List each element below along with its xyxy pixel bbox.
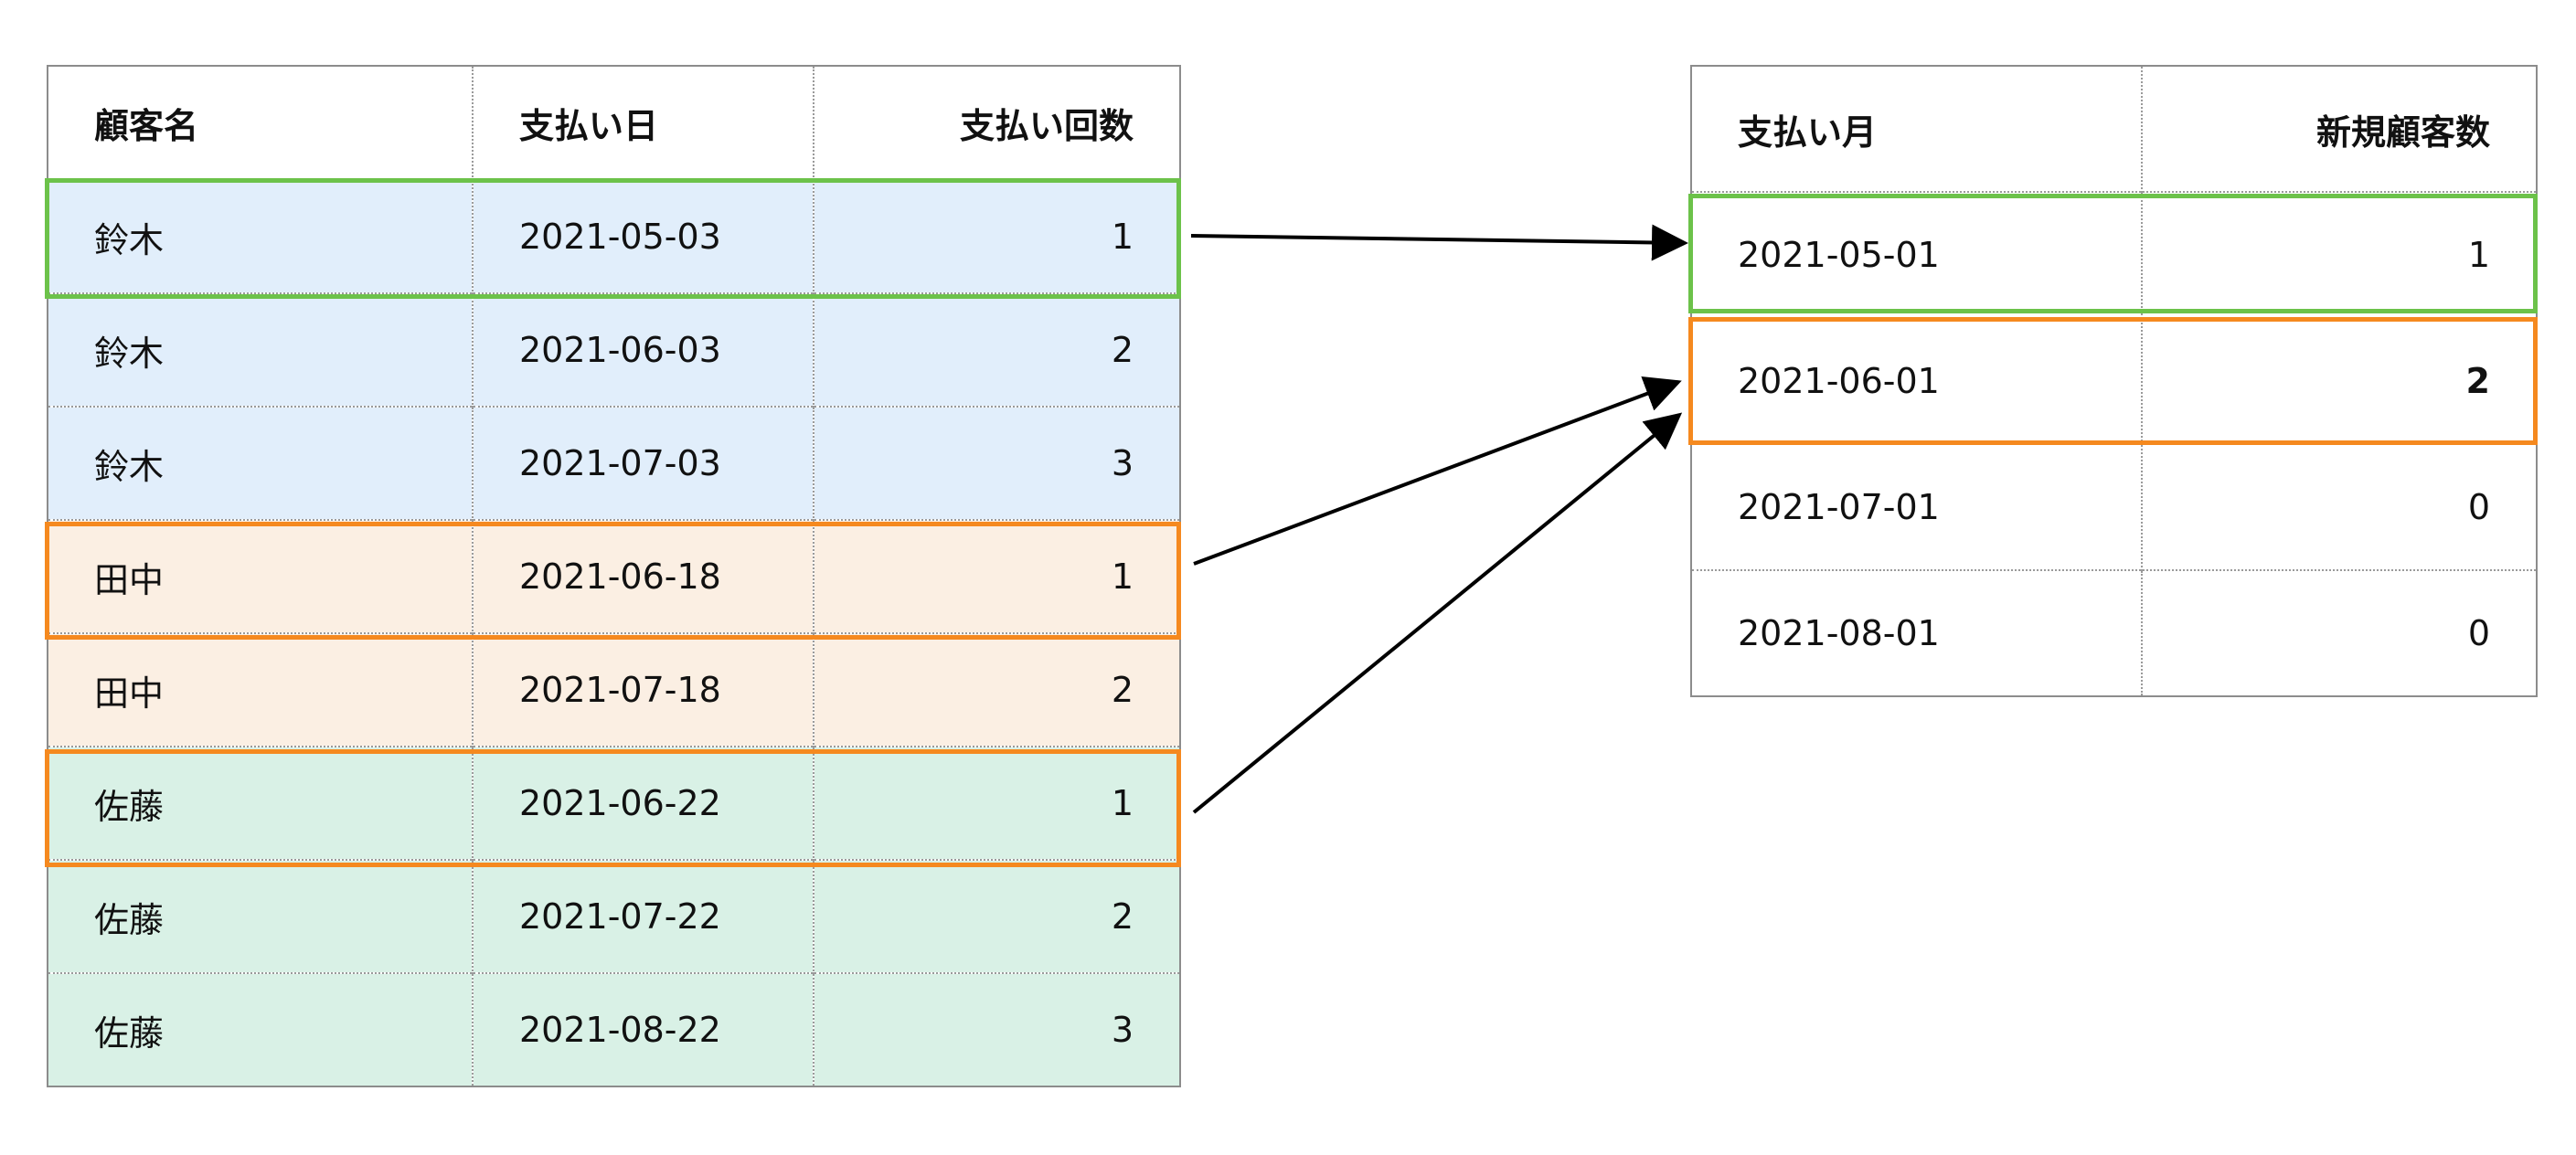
monthly-row: 2021-07-01 0 [1691,443,2537,570]
payment-row: 佐藤 2021-06-22 1 [48,746,1180,860]
payment-date-cell: 2021-06-22 [472,746,814,860]
payment-date-cell: 2021-07-22 [472,859,814,973]
payment-count-cell: 3 [813,406,1180,520]
payment-count-cell: 2 [813,859,1180,973]
new-customer-count-cell: 0 [2141,569,2537,696]
customer-name-cell: 佐藤 [48,746,473,860]
payment-date-cell: 2021-07-18 [472,632,814,747]
payment-row: 田中 2021-06-18 1 [48,519,1180,633]
payment-row: 田中 2021-07-18 2 [48,632,1180,747]
arrow-tanaka-to-june [1193,376,1682,566]
payments-table: 顧客名 支払い日 支払い回数 鈴木 2021-05-03 1 鈴木 2021-0… [47,65,1181,1087]
customer-name-cell: 鈴木 [48,292,473,407]
payment-count-cell: 1 [813,746,1180,860]
header-new-customer-count: 新規顧客数 [2141,66,2537,192]
monthly-row: 2021-08-01 0 [1691,569,2537,696]
payment-month-cell: 2021-08-01 [1691,569,2142,696]
monthly-row: 2021-06-01 2 [1691,317,2537,444]
customer-name-cell: 鈴木 [48,406,473,520]
customer-name-cell: 佐藤 [48,972,473,1086]
payment-date-cell: 2021-05-03 [472,179,814,293]
new-customer-count-cell: 1 [2141,191,2537,318]
header-customer-name: 顧客名 [48,66,473,180]
payment-date-cell: 2021-06-18 [472,519,814,633]
monthly-new-customers-table: 支払い月 新規顧客数 2021-05-01 1 2021-06-01 2 202… [1690,65,2538,697]
payment-date-cell: 2021-08-22 [472,972,814,1086]
payment-row: 鈴木 2021-05-03 1 [48,179,1180,293]
payment-date-cell: 2021-07-03 [472,406,814,520]
customer-name-cell: 田中 [48,632,473,747]
payment-month-cell: 2021-05-01 [1691,191,2142,318]
customer-name-cell: 鈴木 [48,179,473,293]
customer-name-cell: 田中 [48,519,473,633]
payment-month-cell: 2021-07-01 [1691,443,2142,570]
monthly-row: 2021-05-01 1 [1691,191,2537,318]
monthly-header-row: 支払い月 新規顧客数 [1691,66,2537,192]
payments-header-row: 顧客名 支払い日 支払い回数 [48,66,1180,180]
new-customer-count-cell: 0 [2141,443,2537,570]
payment-row: 佐藤 2021-07-22 2 [48,859,1180,973]
payment-date-cell: 2021-06-03 [472,292,814,407]
new-customer-count-cell: 2 [2141,317,2537,444]
payment-row: 鈴木 2021-07-03 3 [48,406,1180,520]
payment-month-cell: 2021-06-01 [1691,317,2142,444]
payment-count-cell: 1 [813,519,1180,633]
payment-count-cell: 1 [813,179,1180,293]
customer-name-cell: 佐藤 [48,859,473,973]
payment-count-cell: 3 [813,972,1180,1086]
header-payment-date: 支払い日 [472,66,814,180]
header-payment-count: 支払い回数 [813,66,1180,180]
arrow-sato-to-june [1192,412,1683,814]
arrow-suzuki-to-may [1190,224,1688,261]
header-payment-month: 支払い月 [1691,66,2142,192]
payment-count-cell: 2 [813,632,1180,747]
payment-row: 佐藤 2021-08-22 3 [48,972,1180,1086]
payment-row: 鈴木 2021-06-03 2 [48,292,1180,407]
